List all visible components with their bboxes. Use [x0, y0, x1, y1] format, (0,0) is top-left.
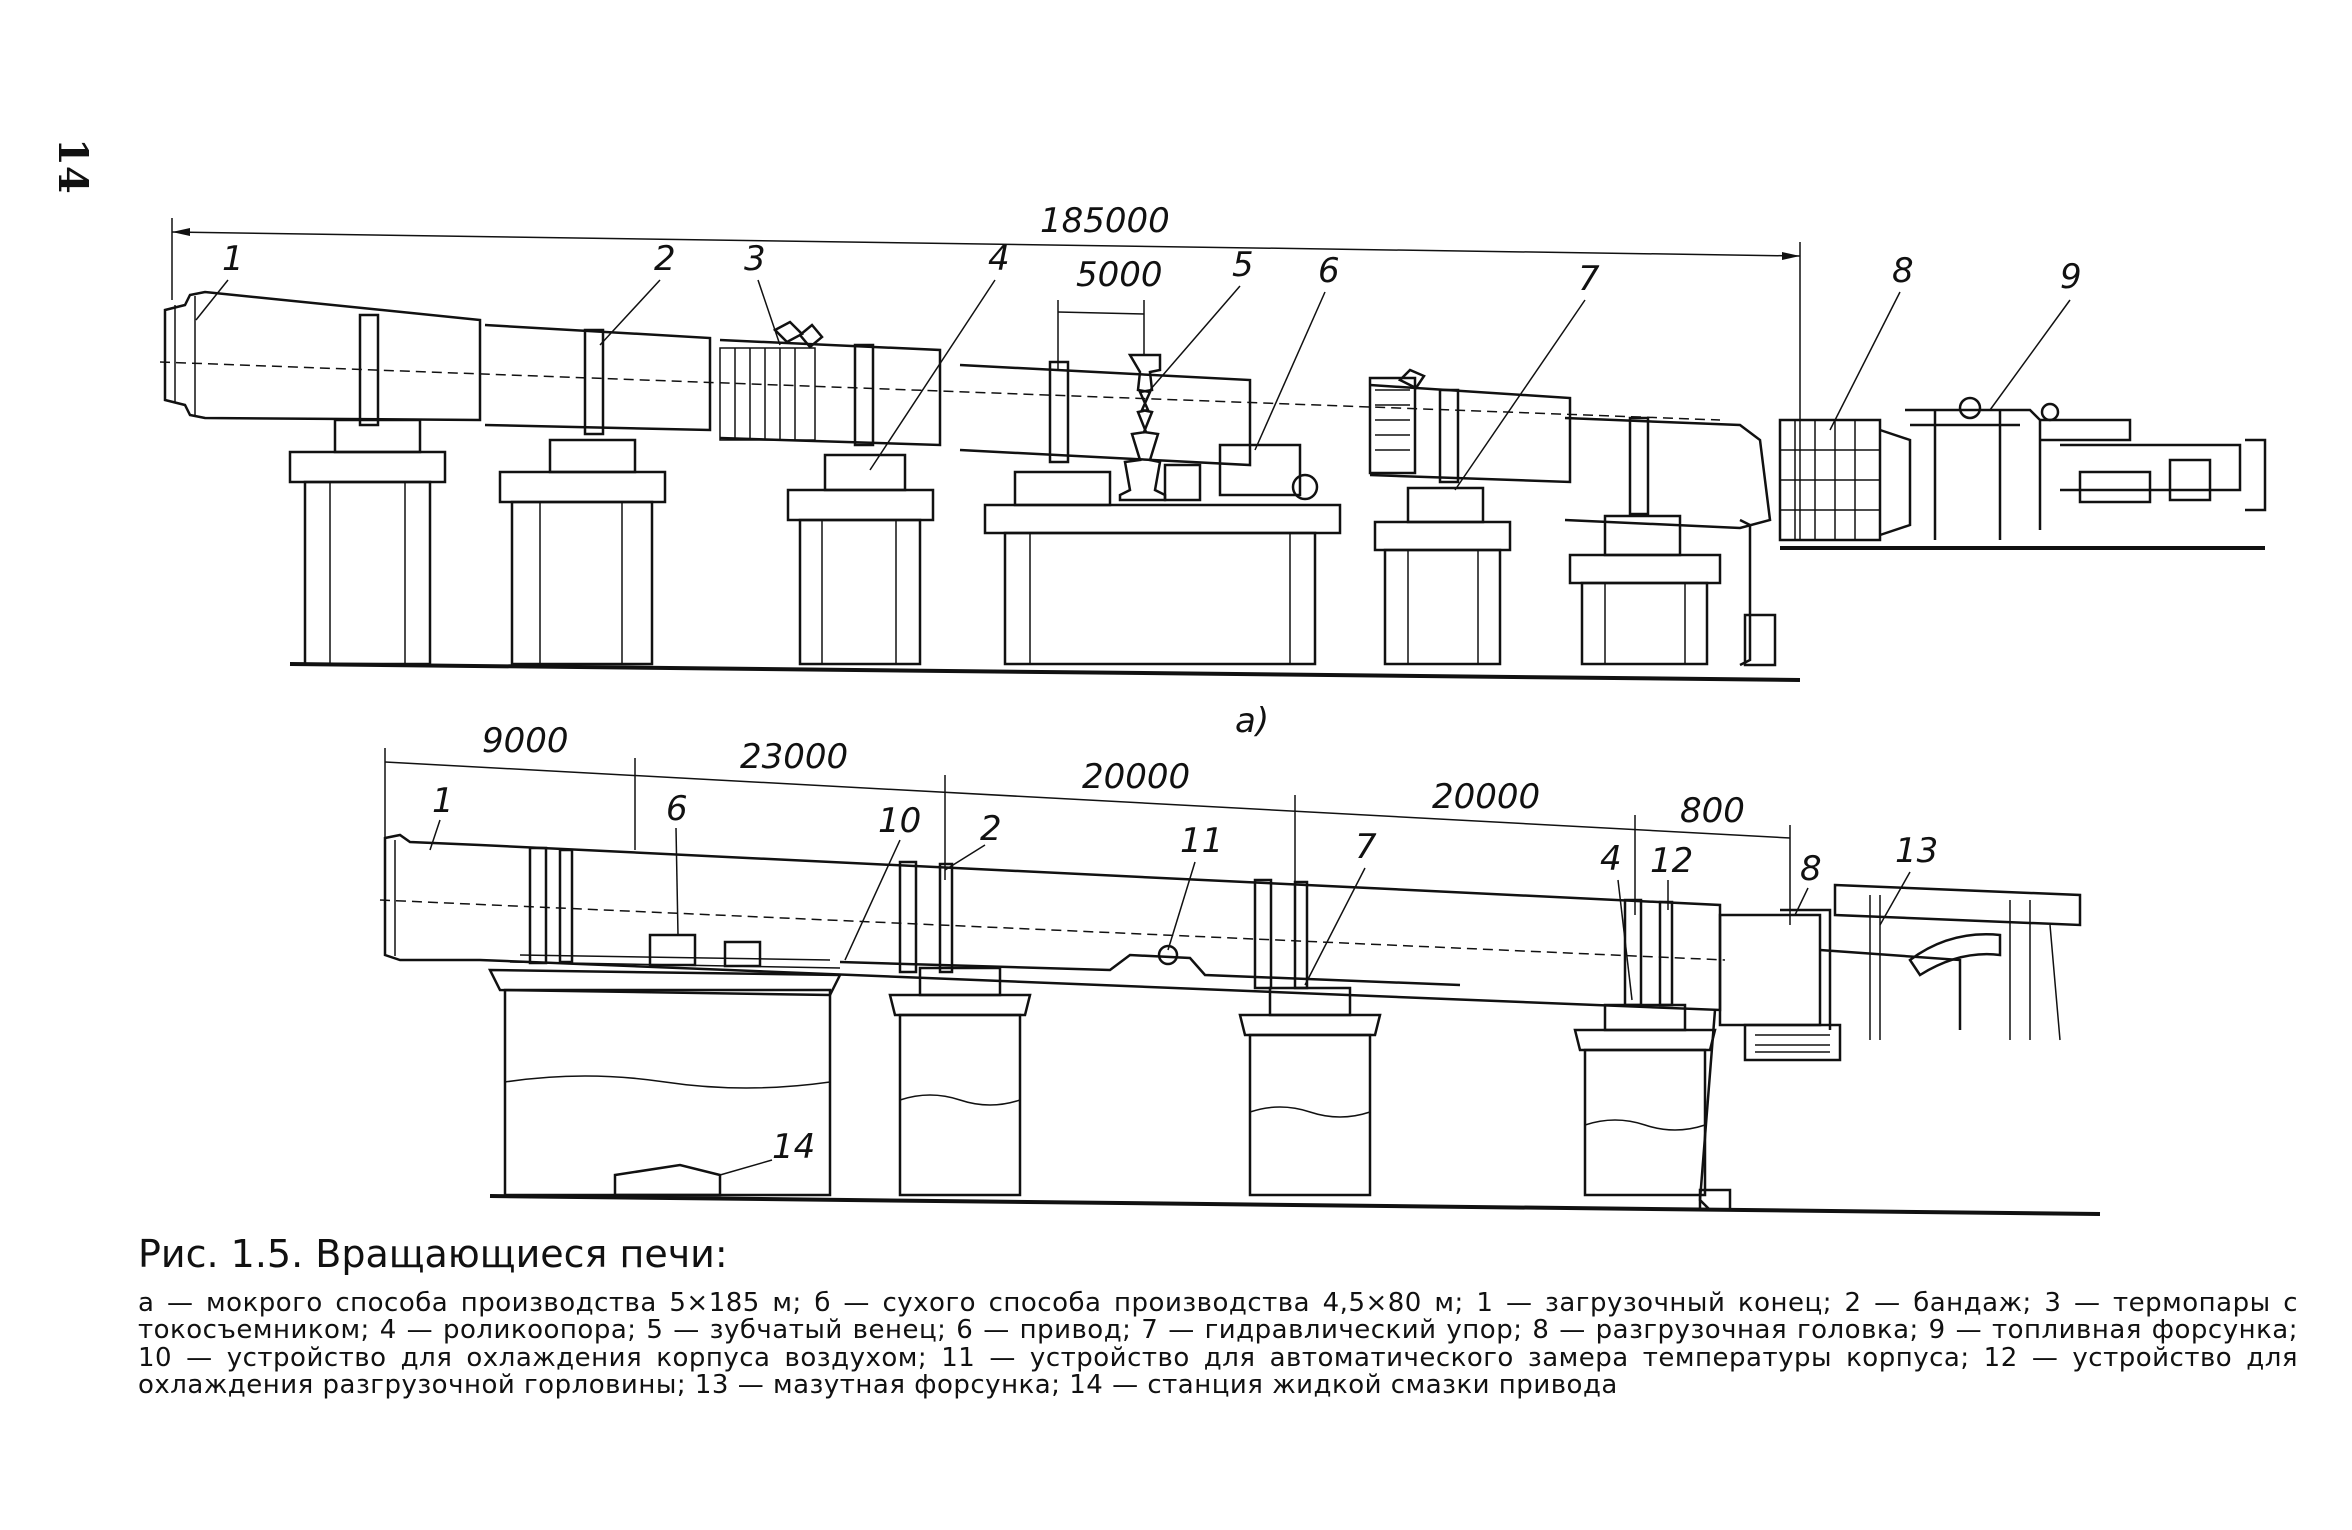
callout-a-3: 3	[744, 239, 766, 279]
ground-line-b	[489, 1194, 2101, 1216]
callout-a-7: 7	[1578, 259, 1600, 299]
callout-b-7: 7	[1355, 827, 1377, 867]
dim-label-23000: 23000	[740, 737, 848, 777]
callout-b-10: 10	[878, 801, 921, 841]
callout-b-11: 11	[1180, 821, 1223, 861]
dimension-chain-b: 9000 23000 20000 20000 800	[384, 721, 1791, 925]
callout-b-12: 12	[1650, 841, 1693, 881]
callout-a-9: 9	[2060, 257, 2082, 297]
dimension-5000: 5000	[1057, 255, 1163, 370]
dim-label-800: 800	[1680, 791, 1745, 831]
callout-b-6: 6	[666, 789, 688, 829]
callout-a-1: 1	[222, 239, 244, 279]
ground-line-a	[289, 662, 1801, 682]
supports-a	[288, 418, 1722, 666]
dimension-185000: 185000	[171, 201, 1801, 540]
figure-a: 185000 5000	[159, 201, 2267, 741]
kiln-shell-a	[159, 290, 1772, 530]
supports-b	[487, 966, 1717, 1197]
dim-label-20000-2: 20000	[1432, 777, 1540, 817]
callout-b-2: 2	[980, 809, 1002, 849]
figure-b: 9000 23000 20000 20000 800	[379, 721, 2101, 1216]
callout-b-1: 1	[432, 781, 454, 821]
discharge-head-a	[1739, 396, 2267, 667]
callout-a-8: 8	[1892, 251, 1914, 291]
callout-a-4: 4	[988, 239, 1010, 279]
panel-label-a: а)	[1235, 701, 1269, 741]
callout-a-2: 2	[654, 239, 676, 279]
callout-b-4: 4	[1600, 839, 1622, 879]
leaders-b	[429, 819, 1911, 1176]
callout-b-14: 14	[772, 1127, 815, 1167]
leaders-a	[195, 279, 2071, 491]
dim-label-20000-1: 20000	[1082, 757, 1190, 797]
dim-label-185000: 185000	[1040, 201, 1170, 241]
caption-text: а — мокрого способа производства 5×185 м…	[138, 1288, 2298, 1400]
figure-caption: Рис. 1.5. Вращающиеся печи: а — мокрого …	[138, 1232, 2298, 1399]
callout-b-8: 8	[1800, 849, 1822, 889]
dim-label-9000: 9000	[482, 721, 569, 761]
dim-label-5000: 5000	[1076, 255, 1163, 295]
callout-b-13: 13	[1895, 831, 1938, 871]
callout-a-6: 6	[1318, 251, 1340, 291]
callout-a-5: 5	[1232, 245, 1254, 285]
caption-title: Рис. 1.5. Вращающиеся печи:	[138, 1232, 728, 1276]
kiln-shell-b	[379, 833, 2082, 1212]
